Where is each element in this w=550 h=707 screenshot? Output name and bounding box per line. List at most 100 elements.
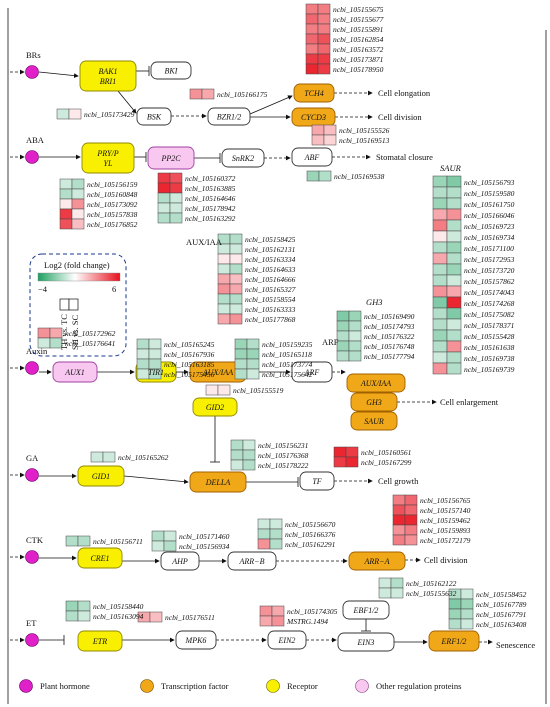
heat-cell-pp2c-3-1 <box>169 202 183 214</box>
edges <box>10 66 493 645</box>
heat-cell-ahp-0-1 <box>163 530 177 542</box>
gene-tf-1: ncbi_105167299 <box>361 458 412 467</box>
gene-etr-0: ncbi_105158440 <box>93 602 144 611</box>
heat-cell-arrb-0-1 <box>269 518 283 530</box>
heat-cell-gh3-4-1 <box>348 350 362 362</box>
heat-cell-erf-2-0 <box>448 608 462 620</box>
heat-cell-abf-0-0 <box>311 124 325 136</box>
node-ahp <box>160 551 200 571</box>
node-bzr <box>207 107 251 126</box>
heat-cell-mpk6-0-1 <box>149 611 163 623</box>
legend-frame <box>29 253 127 357</box>
node-label-erf: ERF1/2 <box>441 637 467 646</box>
gene-arrb-0: ncbi_105156670 <box>285 520 336 529</box>
node-arrb <box>227 551 277 571</box>
heat-cell-pry-4-0 <box>59 218 73 230</box>
heat-cell-saur-8-0 <box>432 263 448 276</box>
heat-cell-saur-10-0 <box>432 285 448 298</box>
heat-cell-ein2-0-1 <box>271 605 285 617</box>
heat-cell-saur-15-1 <box>446 340 462 353</box>
hormone-et <box>25 633 39 647</box>
node-label-mpk6: MPK6 <box>185 636 207 645</box>
node-pp2c <box>147 146 195 170</box>
heat-cell-bsk-0-1 <box>68 108 82 120</box>
gene-gh3-2: ncbi_105176322 <box>364 332 415 341</box>
node-gid2 <box>192 397 238 417</box>
gene-abf2-0: ncbi_105169538 <box>334 172 385 181</box>
heat-cell-ahp-1-0 <box>151 540 165 552</box>
node-aux1 <box>52 361 98 383</box>
legend-title: Log2 (fold change) <box>44 260 110 270</box>
legend-min: −4 <box>38 284 48 294</box>
node-label-gid2: GID2 <box>206 403 224 412</box>
heat-cell-arra-4-0 <box>392 534 406 546</box>
heat-cell-saur-7-1 <box>446 252 462 265</box>
heat-cell-pry-3-0 <box>59 208 73 220</box>
heat-cell-saur-1-0 <box>432 186 448 199</box>
node-erf <box>428 630 480 652</box>
heat-cell-abf-0-1 <box>323 124 337 136</box>
outcome-0: Cell elongation <box>378 88 431 98</box>
gene-tf-0: ncbi_105160561 <box>361 448 411 457</box>
node-label-pry2: YL <box>104 159 113 168</box>
heat-cell-auxiaa-2-1 <box>229 253 243 265</box>
heat-cell-saur-0-0 <box>432 175 448 188</box>
gene-arra-2: ncbi_105159462 <box>420 516 471 525</box>
heat-cell-pry-3-1 <box>71 208 85 220</box>
gene-auxiaa-7: ncbi_105163333 <box>245 305 296 314</box>
heat-cell-ein2-0-0 <box>259 605 273 617</box>
gene-arrb-2: ncbi_105162291 <box>285 540 335 549</box>
gene-auxiaa-8: ncbi_105177868 <box>245 315 296 324</box>
key-tf-swatch <box>140 679 154 693</box>
gene-ebf-0: ncbi_105162122 <box>406 579 457 588</box>
hormone-auxin <box>25 361 39 375</box>
gene-abf-1: ncbi_105169513 <box>339 136 390 145</box>
node-label-tir1: TIR1 <box>148 368 164 377</box>
gene-cre1-0: ncbi_105156711 <box>93 537 143 546</box>
heat-cell-auxiaa-3-0 <box>217 263 231 275</box>
heat-cell-saur-17-0 <box>432 362 448 375</box>
heat-cell-gid1-0-0 <box>90 451 104 463</box>
gene-auxiaa-5: ncbi_105165327 <box>245 285 296 294</box>
heat-cell-saur-0-1 <box>446 175 462 188</box>
e-gid1-della <box>123 475 189 485</box>
key-other-swatch <box>355 679 369 693</box>
heat-cell-arra-4-1 <box>404 534 418 546</box>
gene-auxiaa-1: ncbi_105162131 <box>245 245 295 254</box>
node-mpk6 <box>175 630 217 650</box>
heat-cell-arrb-1-1 <box>269 528 283 540</box>
gene-gh3-3: ncbi_105176748 <box>364 342 415 351</box>
gene-tch4-1: ncbi_105155677 <box>333 15 384 24</box>
node-della <box>189 471 247 493</box>
node-tf <box>299 471 335 491</box>
heat-cell-cre1-0-1 <box>77 535 91 547</box>
node-pry <box>81 142 135 174</box>
gene-arra-3: ncbi_105159893 <box>420 526 471 535</box>
node-label-snrk2: SnRK2 <box>232 154 254 163</box>
node-bki <box>150 61 192 80</box>
heat-cell-tch4-1-1 <box>317 13 331 25</box>
heat-cell-gh3-3-1 <box>348 340 362 352</box>
heat-cell-arf-2-0 <box>234 358 248 370</box>
key-receptor-swatch <box>266 679 280 693</box>
gene-della-2: ncbi_105178222 <box>258 461 309 470</box>
heat-cell-tch4-5-1 <box>317 53 331 65</box>
hormone-aba <box>25 150 39 164</box>
heat-cell-auxiaa-7-1 <box>229 303 243 315</box>
gene-arra-1: ncbi_105157140 <box>420 506 471 515</box>
nodes <box>25 60 480 652</box>
node-type-key: Plant hormone Transcription factor Recep… <box>19 679 461 693</box>
node-tch4 <box>293 83 335 103</box>
heat-cell-saur-13-1 <box>446 318 462 331</box>
heat-cell-aux1-1-1 <box>49 337 63 349</box>
node-saur <box>350 411 398 431</box>
heat-cell-arf-1-0 <box>234 348 248 360</box>
heat-cell-pp2c-1-0 <box>157 182 171 194</box>
outcome-1: Cell division <box>378 112 422 122</box>
heat-cell-gh3-3-0 <box>336 340 350 352</box>
gene-erf-2: ncbi_105167791 <box>476 610 526 619</box>
node-bak1 <box>79 60 137 92</box>
heat-cell-tch4-6-1 <box>317 63 331 75</box>
gene-bsk-0: ncbi_105173429 <box>84 110 135 119</box>
heat-cell-gh3-2-1 <box>348 330 362 342</box>
